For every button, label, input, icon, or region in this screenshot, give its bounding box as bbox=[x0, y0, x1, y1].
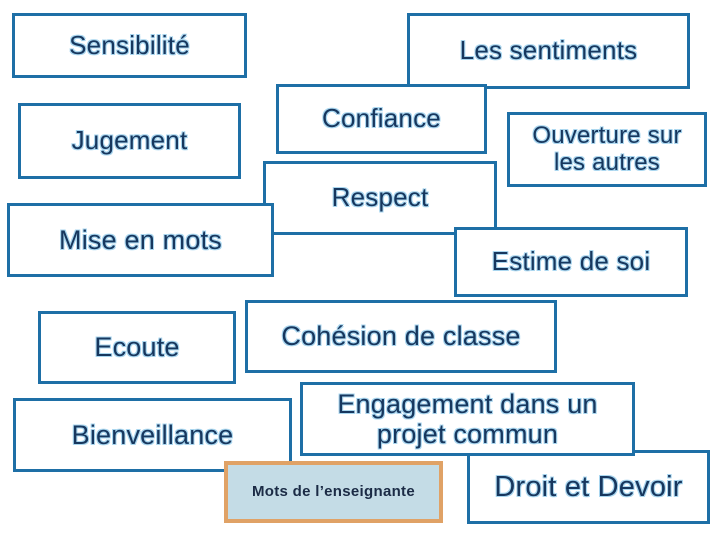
concept-box-les-sentiments: Les sentiments bbox=[407, 13, 690, 89]
concept-box-ecoute: Ecoute bbox=[38, 311, 236, 384]
concept-label-jugement: Jugement bbox=[71, 125, 188, 156]
concept-label-confiance: Confiance bbox=[322, 103, 441, 134]
concept-box-cohesion: Cohésion de classe bbox=[245, 300, 557, 373]
concept-box-ouverture: Ouverture sur les autres bbox=[507, 112, 707, 187]
concept-box-mots-enseignante: Mots de l’enseignante bbox=[224, 461, 443, 523]
concept-label-respect: Respect bbox=[331, 182, 429, 213]
concept-box-sensibilite: Sensibilité bbox=[12, 13, 247, 78]
concept-box-bienveillance: Bienveillance bbox=[13, 398, 292, 472]
concept-label-droit-devoir: Droit et Devoir bbox=[494, 470, 683, 503]
concept-label-cohesion: Cohésion de classe bbox=[281, 321, 521, 352]
concept-box-mise-en-mots: Mise en mots bbox=[7, 203, 274, 277]
concept-box-engagement: Engagement dans un projet commun bbox=[300, 382, 635, 456]
concept-label-les-sentiments: Les sentiments bbox=[459, 35, 638, 66]
concept-label-bienveillance: Bienveillance bbox=[71, 419, 234, 450]
concept-box-droit-devoir: Droit et Devoir bbox=[467, 450, 710, 524]
concept-label-ouverture: Ouverture sur les autres bbox=[532, 121, 682, 176]
concept-label-engagement: Engagement dans un projet commun bbox=[337, 388, 598, 449]
concept-box-respect: Respect bbox=[263, 161, 497, 235]
concept-box-confiance: Confiance bbox=[276, 84, 487, 154]
concept-box-estime-de-soi: Estime de soi bbox=[454, 227, 688, 297]
concept-label-mise-en-mots: Mise en mots bbox=[59, 224, 222, 255]
concept-box-jugement: Jugement bbox=[18, 103, 241, 179]
concept-label-sensibilite: Sensibilité bbox=[69, 29, 190, 60]
concept-label-estime-de-soi: Estime de soi bbox=[491, 246, 651, 277]
concept-label-ecoute: Ecoute bbox=[94, 332, 180, 363]
concept-label-mots-enseignante: Mots de l’enseignante bbox=[252, 482, 415, 500]
